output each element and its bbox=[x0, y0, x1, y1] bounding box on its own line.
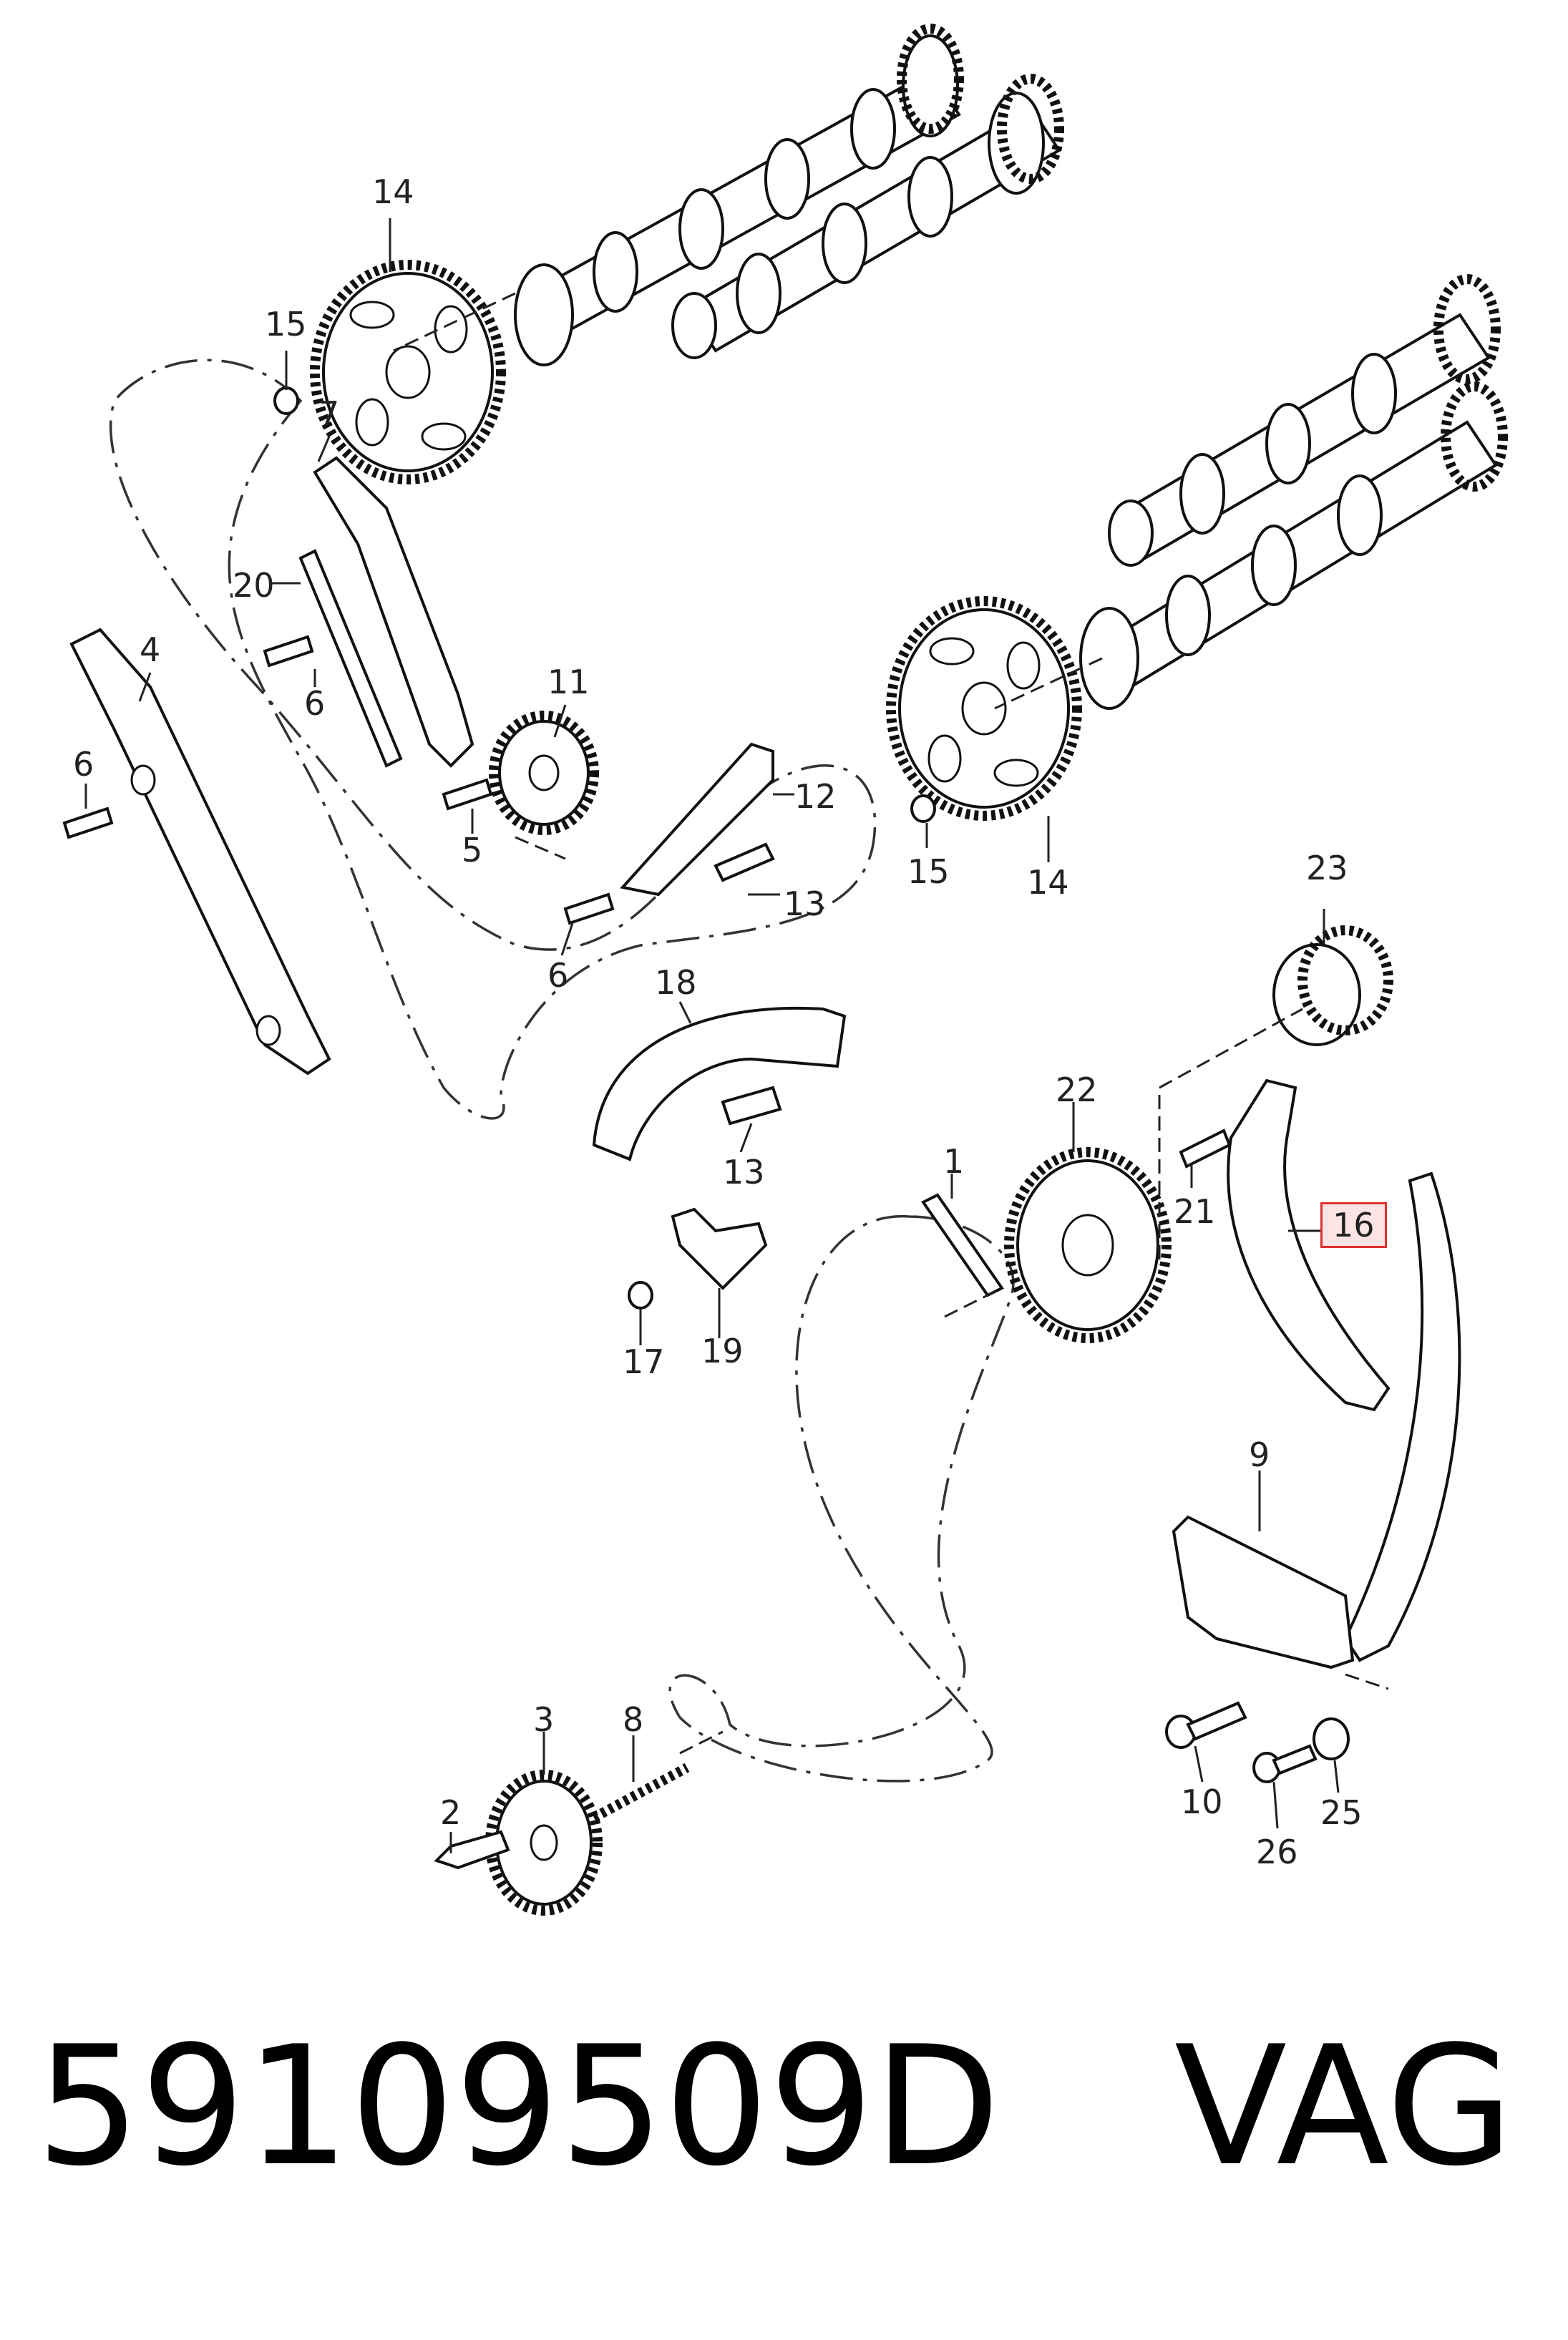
callout-9: 9 bbox=[1249, 1435, 1270, 1474]
chain-piece-20 bbox=[298, 549, 403, 768]
camshaft-right-1 bbox=[1108, 274, 1501, 567]
callout-13-upper: 13 bbox=[784, 884, 826, 923]
sprocket-11 bbox=[489, 711, 599, 835]
part-number: 59109509D bbox=[36, 2012, 1000, 2203]
tensioner-rail-16 bbox=[1227, 1078, 1391, 1412]
callout-2: 2 bbox=[440, 1793, 462, 1832]
callout-17: 17 bbox=[623, 1342, 665, 1381]
camshaft-sprocket-upper bbox=[310, 260, 506, 484]
callout-5: 5 bbox=[462, 831, 483, 869]
guide-rail-right bbox=[1343, 1171, 1461, 1662]
bolt-17 bbox=[628, 1281, 653, 1310]
guide-pin-13-upper bbox=[714, 842, 775, 882]
camshaft-sprocket-lower bbox=[886, 596, 1082, 821]
sprocket-22 bbox=[1004, 1147, 1172, 1343]
upper-left-chain-loop bbox=[109, 359, 877, 1120]
bolt-6-mid bbox=[263, 635, 314, 668]
bolt-10 bbox=[1165, 1701, 1247, 1749]
guide-rail-18 bbox=[592, 1007, 847, 1161]
callout-18: 18 bbox=[655, 963, 697, 1002]
callout-4: 4 bbox=[140, 630, 161, 669]
guide-rail-12 bbox=[620, 742, 774, 897]
callout-3: 3 bbox=[533, 1700, 555, 1739]
brand-name: VAG bbox=[1174, 2012, 1514, 2203]
tensioner-rail-7 bbox=[313, 456, 474, 768]
guide-rail-4 bbox=[69, 628, 331, 1076]
callout-12: 12 bbox=[794, 777, 837, 816]
bolt-2 bbox=[434, 1830, 510, 1870]
camshaft-upper-1 bbox=[514, 24, 964, 366]
timing-chain-exploded-diagram bbox=[62, 24, 1508, 1916]
leader-lines bbox=[84, 218, 1340, 1853]
callout-11: 11 bbox=[547, 663, 590, 701]
callout-14-lower: 14 bbox=[1027, 863, 1069, 902]
bolt-21 bbox=[1179, 1128, 1232, 1169]
callout-13-lower: 13 bbox=[723, 1153, 765, 1191]
chain-1 bbox=[921, 1193, 1004, 1297]
callout-1: 1 bbox=[943, 1142, 965, 1181]
callout-23: 23 bbox=[1306, 849, 1348, 887]
guide-pin-13-lower bbox=[721, 1086, 782, 1126]
callout-8: 8 bbox=[623, 1700, 644, 1739]
camshaft-upper-2 bbox=[671, 74, 1064, 359]
bolt-26 bbox=[1252, 1744, 1318, 1783]
bolt-6-lower bbox=[563, 892, 615, 925]
callout-7: 7 bbox=[318, 394, 340, 433]
callout-26: 26 bbox=[1256, 1833, 1298, 1871]
callout-15-lower: 15 bbox=[907, 852, 950, 891]
callout-19: 19 bbox=[701, 1332, 744, 1370]
part-caption: 59109509D VAG bbox=[36, 2025, 1539, 2211]
bracket-9 bbox=[1172, 1515, 1355, 1669]
callout-6-left: 6 bbox=[73, 745, 94, 784]
bolt-15-upper bbox=[273, 386, 299, 415]
callout-15-upper: 15 bbox=[265, 305, 307, 343]
sleeve-25 bbox=[1313, 1717, 1350, 1760]
bolt-15-lower bbox=[910, 794, 936, 823]
callout-25: 25 bbox=[1320, 1793, 1363, 1832]
callout-10: 10 bbox=[1181, 1783, 1223, 1821]
chain-tensioner-19 bbox=[671, 1207, 768, 1290]
callout-6-lower: 6 bbox=[547, 956, 569, 995]
callout-20: 20 bbox=[233, 566, 275, 605]
callout-14-upper: 14 bbox=[372, 172, 414, 211]
callout-22: 22 bbox=[1056, 1071, 1098, 1109]
lower-chain-loop bbox=[668, 1215, 1015, 1783]
bolt-6-left bbox=[62, 806, 114, 839]
callout-21: 21 bbox=[1174, 1192, 1216, 1231]
camshaft-right-2 bbox=[1079, 381, 1508, 710]
callout-16-highlighted: 16 bbox=[1320, 1202, 1387, 1248]
bolt-5 bbox=[442, 778, 493, 811]
roller-23 bbox=[1272, 925, 1393, 1046]
spring-8 bbox=[591, 1763, 690, 1823]
callout-6-mid: 6 bbox=[304, 684, 326, 723]
assembly-dash-lines bbox=[393, 292, 1389, 1755]
